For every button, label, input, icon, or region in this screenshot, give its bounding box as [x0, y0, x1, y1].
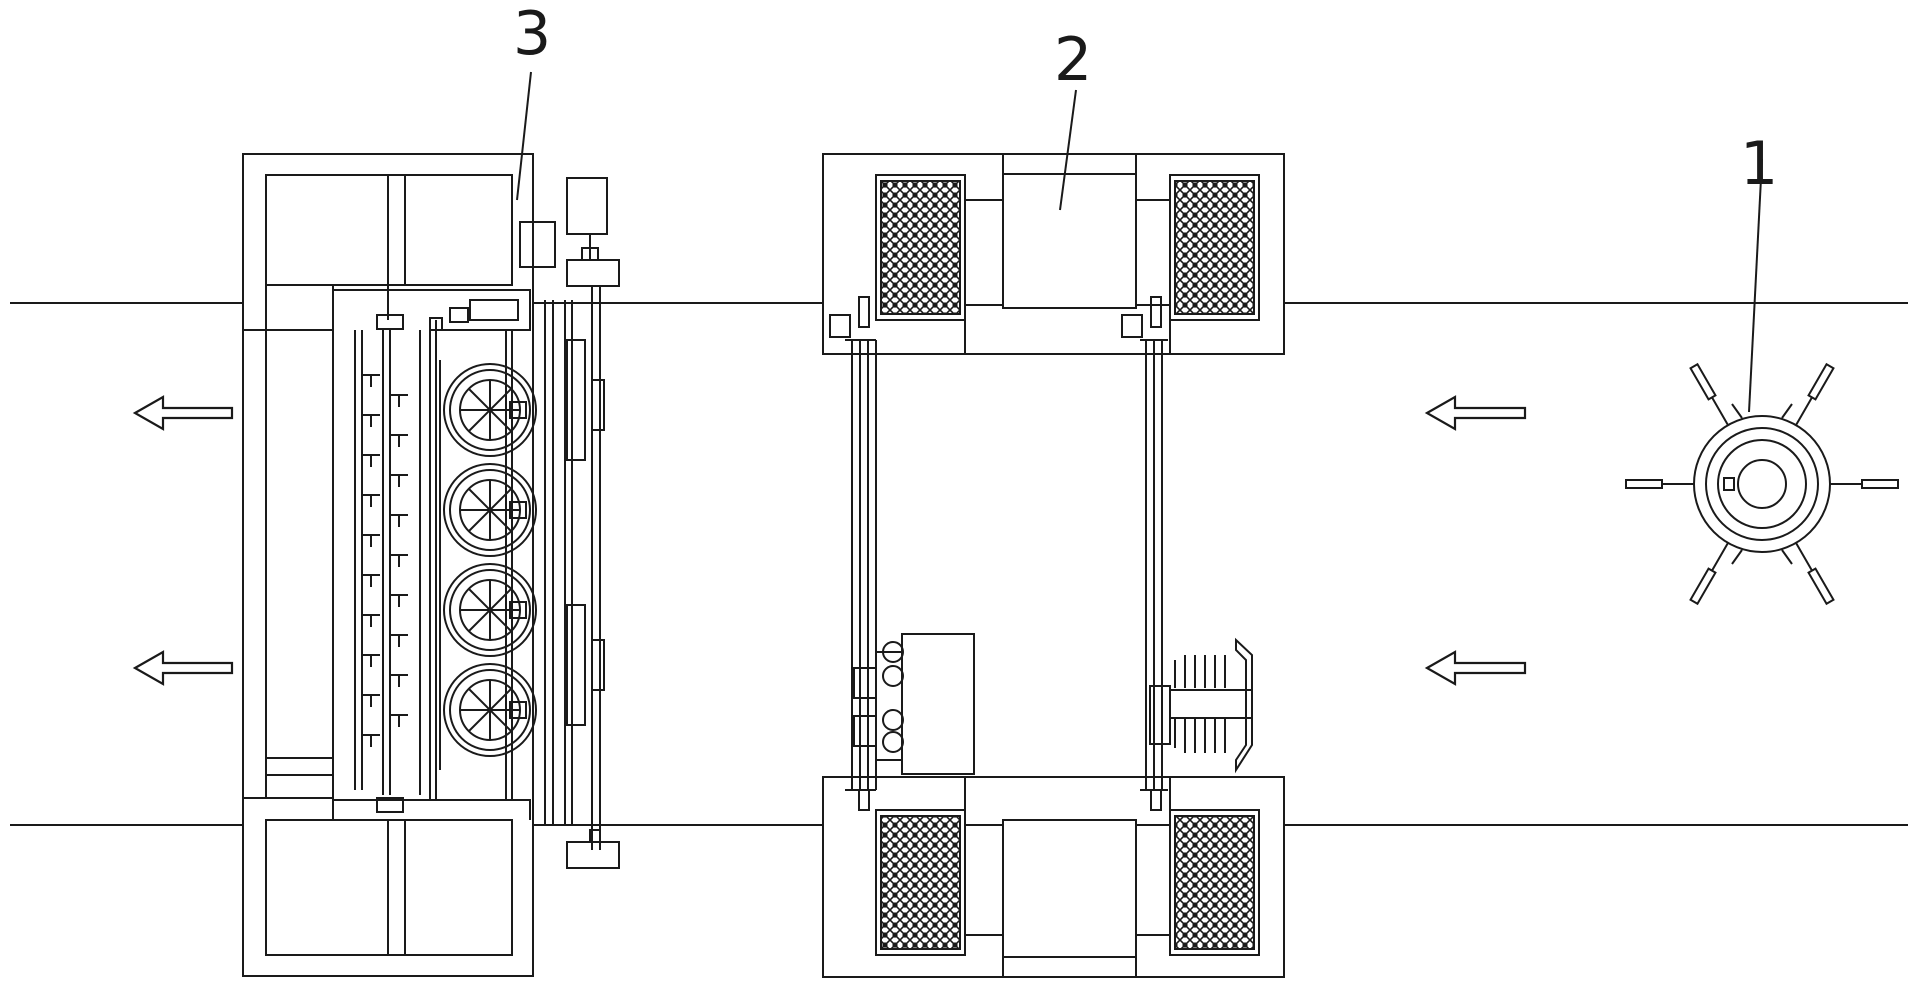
leader-line-3: [517, 72, 531, 200]
callout-3: 3: [513, 0, 552, 69]
callout-1: 1: [1740, 129, 1779, 199]
leader-line-1: [1749, 159, 1762, 412]
rotary-head-1: [1626, 159, 1898, 604]
leader-line-2: [1060, 90, 1076, 210]
machine-2: [823, 90, 1284, 977]
callout-2: 2: [1054, 25, 1093, 95]
rotary-spokes: [1626, 364, 1898, 604]
flow-arrows: [135, 397, 1525, 684]
machine-3: [243, 72, 619, 976]
roller-array: [440, 360, 536, 770]
comb-teeth: [362, 375, 408, 747]
conveyor-guide-lines: [10, 303, 1908, 825]
